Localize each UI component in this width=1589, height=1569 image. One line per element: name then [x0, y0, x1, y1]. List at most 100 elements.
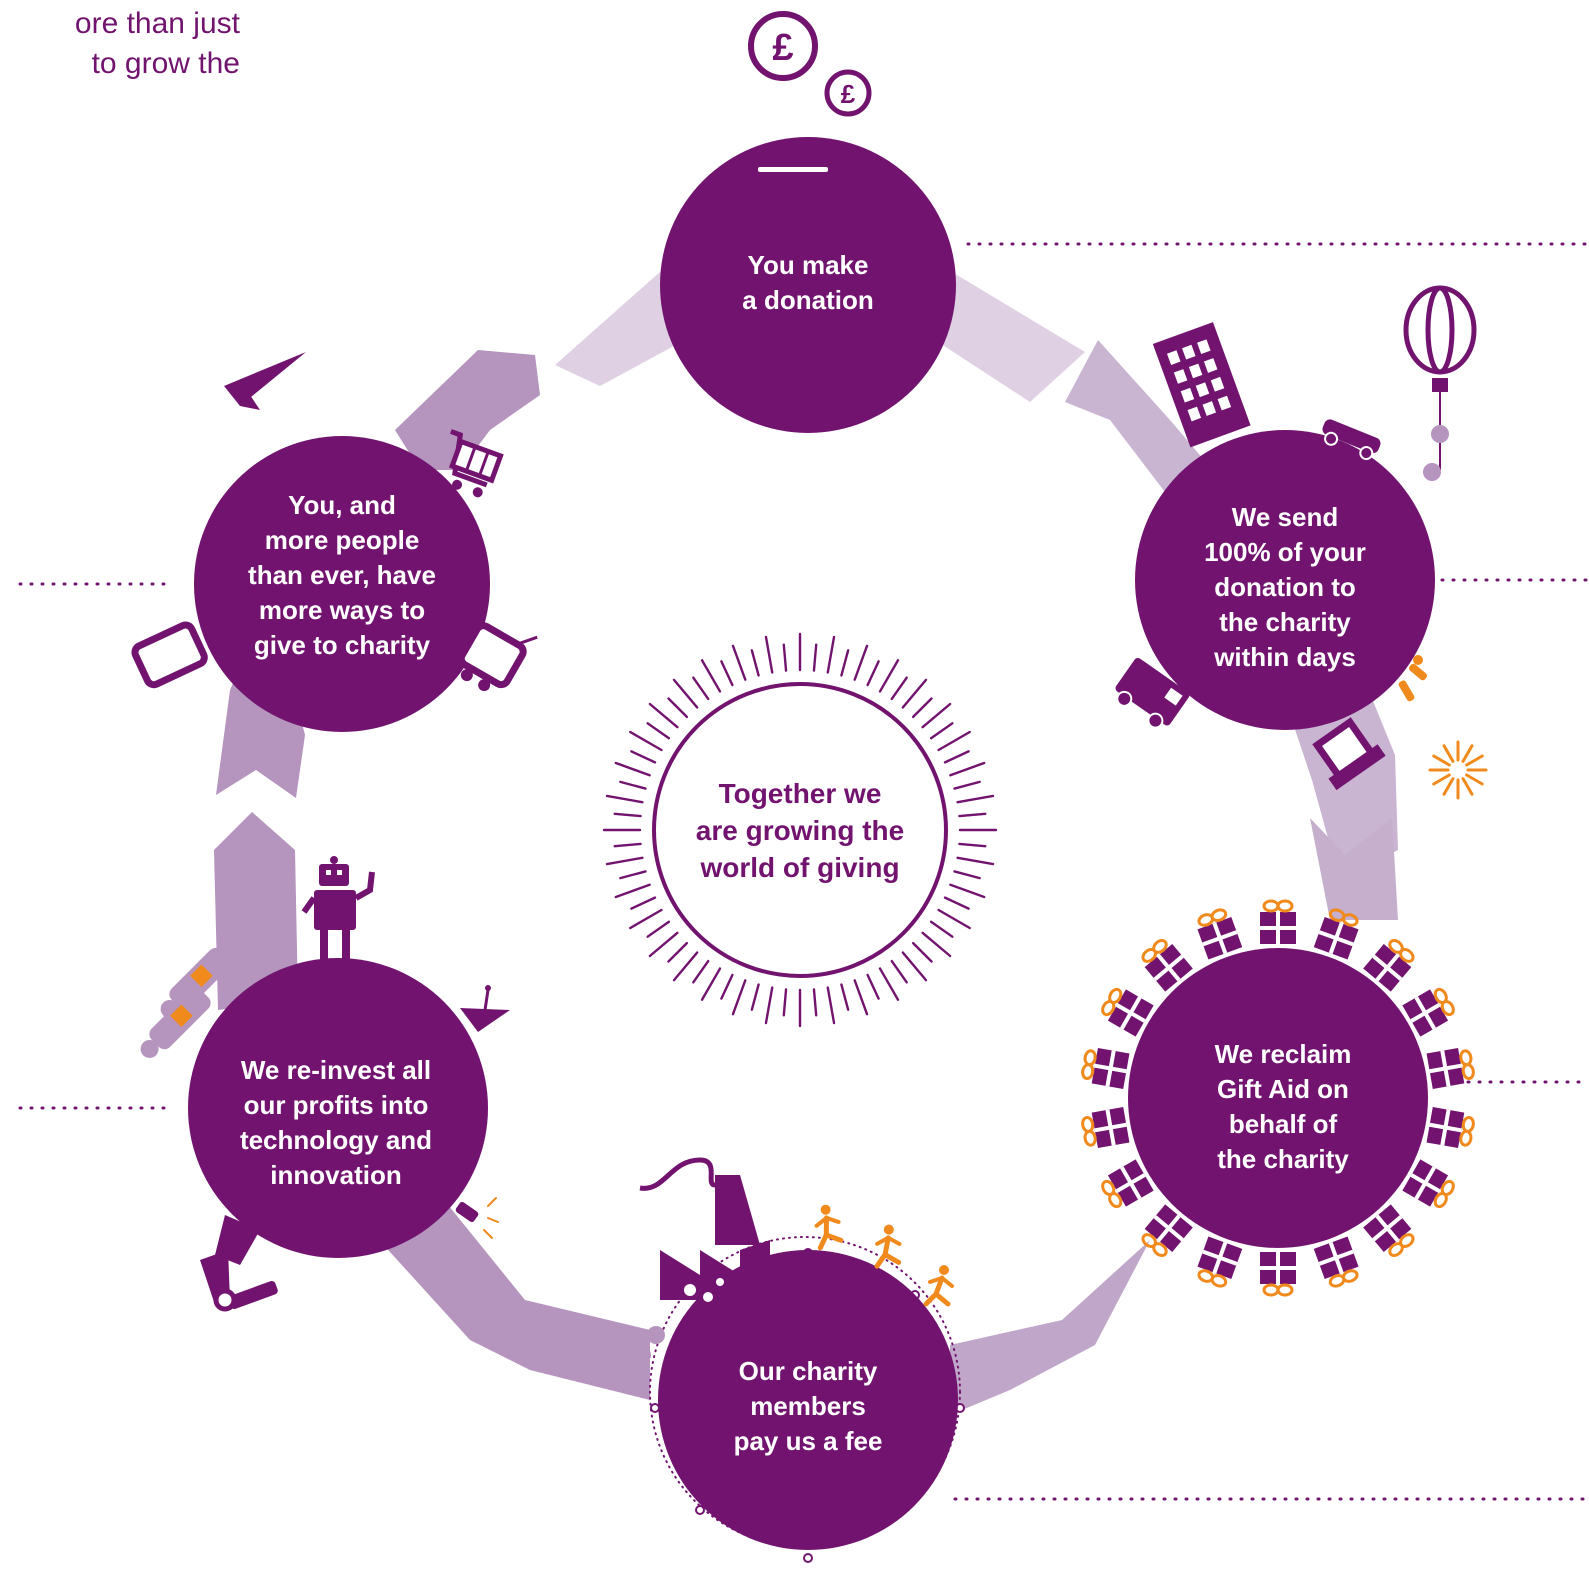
arrow-segment-5	[370, 1195, 650, 1400]
sunburst-ray	[812, 643, 818, 672]
sunburst-ray	[764, 635, 774, 674]
gift-box-icon	[1363, 939, 1415, 992]
sunburst-ray	[782, 988, 788, 1017]
stage-gift-aid-line-1: We reclaim	[1215, 1039, 1352, 1069]
sunburst-ray	[764, 986, 774, 1025]
gift-box-icon	[1141, 939, 1193, 992]
stage-send-line-1: We send	[1232, 502, 1338, 532]
gift-box-icon	[1141, 1204, 1193, 1257]
runner-icon	[923, 1265, 954, 1307]
stage-more-ways-line-2: more people	[265, 525, 420, 555]
sunburst-ray	[700, 659, 722, 693]
gift-box-icon-group	[1081, 899, 1475, 1297]
sunburst-ray	[890, 676, 908, 701]
van-icon	[1115, 657, 1190, 729]
stage-more-ways-line-1: You, and	[288, 490, 396, 520]
sunburst-ray	[646, 722, 671, 740]
gift-box-icon	[1101, 1159, 1154, 1209]
mobile-phone-icon	[131, 621, 208, 689]
arrow-segment-2	[1065, 340, 1398, 870]
sunburst-ray	[720, 973, 734, 1000]
sunburst-ray	[953, 780, 981, 790]
stage-reinvest-line-3: technology and	[240, 1125, 432, 1155]
sunburst-ray	[953, 870, 981, 880]
stage-send-line-5: within days	[1213, 642, 1356, 672]
stage-donation-line-2: a donation	[742, 285, 873, 315]
svg-text:£: £	[841, 79, 856, 109]
firework-spark	[1465, 754, 1484, 767]
sunburst-ray	[911, 941, 933, 963]
sunburst-ray	[949, 883, 986, 899]
gear-icon	[684, 1278, 724, 1302]
stage-send-line-3: donation to	[1214, 572, 1356, 602]
firework-spark	[1432, 773, 1451, 786]
car-icon	[1322, 419, 1381, 461]
gift-box-icon	[1402, 987, 1455, 1037]
sunburst-ray	[629, 908, 663, 930]
sunburst-ray	[629, 730, 663, 752]
sunburst-ray	[731, 979, 747, 1016]
intro-text: ore than just to grow the	[0, 4, 240, 84]
satellite-dish-icon	[460, 985, 510, 1032]
sunburst-ray	[840, 649, 850, 677]
stage-donation: You make a donation	[660, 137, 956, 433]
sunburst-ray	[720, 660, 734, 687]
stage-fee-line-2: members	[750, 1391, 866, 1421]
sunburst-ray	[853, 644, 869, 681]
runner-icon	[874, 1224, 902, 1269]
sunburst-ray	[750, 649, 760, 677]
money-bag-icon	[633, 1326, 665, 1364]
firework-spark	[1442, 777, 1455, 796]
sunburst-ray	[605, 856, 644, 866]
sunburst-ray	[911, 697, 933, 719]
stage-more-ways: You, and more people than ever, have mor…	[194, 436, 490, 732]
gift-box-icon	[1426, 1107, 1475, 1149]
gift-box-icon	[1402, 1159, 1455, 1209]
sunburst-ray	[692, 676, 710, 701]
stage-fee-line-3: pay us a fee	[734, 1426, 883, 1456]
center-circle	[652, 682, 948, 978]
stage-fee-line-1: Our charity	[739, 1356, 878, 1386]
factory-icon	[639, 1157, 770, 1300]
arrow-segment-3	[1310, 818, 1398, 920]
dotted-connectors	[18, 242, 1589, 1501]
gift-box-icon	[1197, 908, 1243, 960]
robot-arm-icon	[200, 1215, 278, 1312]
sunburst-ray	[692, 959, 710, 984]
stage-more-ways-line-3: than ever, have	[248, 560, 436, 590]
shopping-cart-icon	[448, 429, 504, 498]
sunburst-ray	[943, 750, 970, 764]
sunburst-ray	[605, 794, 644, 804]
sunburst-ray	[782, 643, 788, 672]
sunburst-ray	[630, 750, 657, 764]
television-icon	[457, 622, 538, 692]
sunburst-ray	[878, 659, 900, 693]
pound-coin-icon: £ £	[748, 11, 872, 117]
intro-line-1: ore than just	[74, 7, 240, 40]
light-icon	[455, 1197, 499, 1239]
gift-box-icon	[1260, 899, 1296, 944]
gift-box-icon	[1260, 1252, 1296, 1297]
firework-spark	[1432, 754, 1451, 767]
firework-spark	[1461, 777, 1474, 796]
person-icon-group	[140, 947, 231, 1058]
sunburst-ray	[619, 780, 647, 790]
center-line-2: are growing the	[696, 815, 904, 846]
stage-more-ways-line-4: more ways to	[259, 595, 425, 625]
arrow-segment-4	[950, 1240, 1150, 1415]
sunburst-ray	[700, 967, 722, 1001]
sunburst-ray	[648, 702, 679, 729]
sunburst-ray	[929, 722, 954, 740]
sunburst-ray	[619, 870, 647, 880]
gift-box-icon	[1313, 908, 1359, 960]
stage-send-line-2: 100% of your	[1204, 537, 1366, 567]
gift-box-icon	[1426, 1047, 1475, 1089]
sunburst-ray	[646, 920, 671, 938]
stage-send: We send 100% of your donation to the cha…	[1135, 430, 1435, 730]
sunburst-ray	[630, 896, 657, 910]
sunburst-ray	[901, 951, 928, 982]
sunburst-ray	[958, 842, 987, 848]
center-line-3: world of giving	[699, 852, 899, 883]
sunburst-ray	[890, 959, 908, 984]
